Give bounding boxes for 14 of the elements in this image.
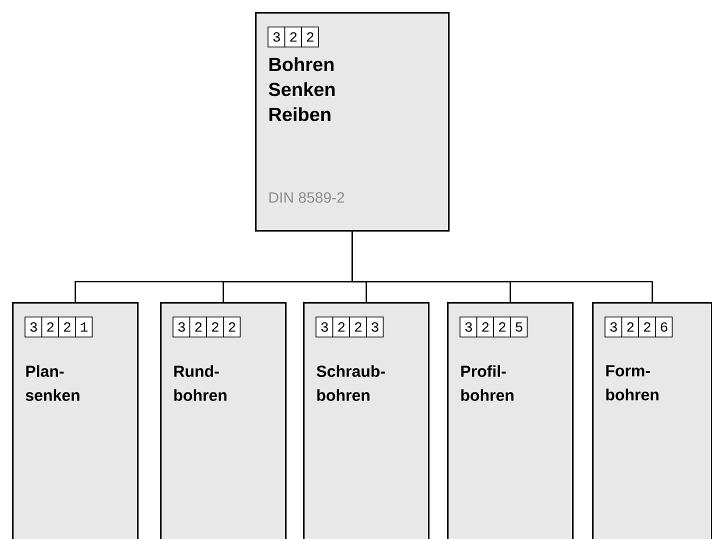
category-label: Rund- bohren: [174, 365, 226, 401]
category-label: Profil- bohren: [461, 365, 514, 401]
standard-reference: DIN 8589-2: [269, 192, 344, 203]
code-number: 3 2 2 6: [604, 316, 673, 338]
code-number: 3 2 2: [268, 26, 319, 48]
category-label: Form- bohren: [606, 365, 658, 400]
code-number: 3 2 2 2: [172, 316, 241, 338]
code-number: 3 2 2 5: [460, 316, 528, 338]
category-label: Plan- senken: [26, 365, 80, 401]
connector-line: [352, 232, 653, 302]
category-label: Bohren Senken Reiben: [268, 57, 335, 122]
code-number: 3 2 2 3: [316, 316, 384, 338]
code-number: 3 2 2 1: [24, 316, 93, 338]
category-label: Schraub- bohren: [316, 365, 385, 401]
